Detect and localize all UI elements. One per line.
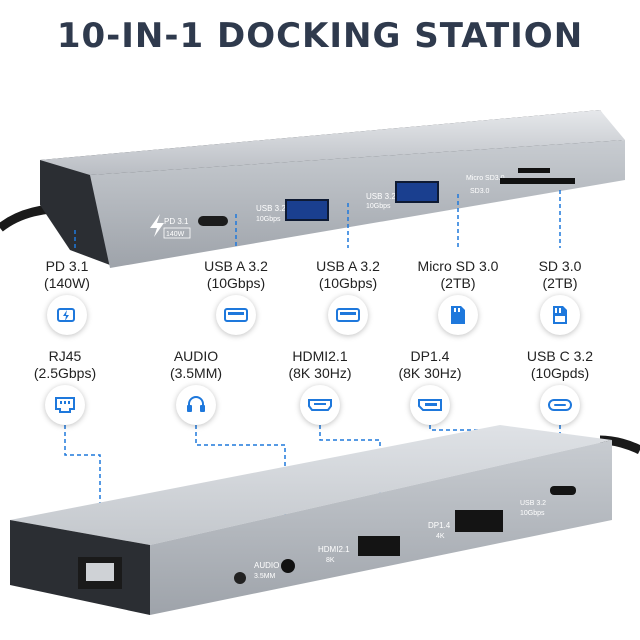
- sd-slot: [500, 178, 575, 184]
- usb-c-port: [198, 216, 228, 226]
- pd-port-label: PD 3.1: [164, 217, 189, 226]
- label-dp: DP1.4(8K 30Hz): [398, 348, 462, 381]
- pd-port-watts: 140W: [166, 231, 185, 238]
- label-usb-a-1: USB A 3.2(10Gbps): [204, 258, 268, 291]
- sd-card-icon: [540, 295, 580, 335]
- dock-bottom-front-face: [150, 440, 612, 615]
- page-title: 10-IN-1 DOCKING STATION: [56, 16, 584, 56]
- hdmi-port-label: HDMI2.1: [318, 545, 350, 554]
- hdmi-port-res: 8K: [326, 557, 335, 564]
- audio-port-label: AUDIO: [254, 561, 279, 570]
- usb-a-port-1: [285, 199, 329, 221]
- usbc-port-speed: 10Gbps: [520, 510, 545, 517]
- usb2-port-speed: 10Gbps: [366, 203, 391, 210]
- label-hdmi: HDMI2.1(8K 30Hz): [288, 348, 352, 381]
- microsd-port-label: Micro SD3.0: [466, 175, 505, 182]
- dp-port-label: DP1.4: [428, 521, 451, 530]
- lightning-icon: [47, 295, 87, 335]
- audio-port-size: 3.5MM: [254, 573, 276, 580]
- displayport-port: [455, 510, 503, 532]
- dock-bottom-top-surface: [10, 425, 612, 545]
- label-usb-a-2: USB A 3.2(10Gbps): [316, 258, 380, 291]
- usb2-port-label: USB 3.2: [366, 192, 396, 201]
- hdmi-icon: [300, 385, 340, 425]
- audio-jack: [281, 559, 295, 573]
- label-usb-c: USB C 3.2(10Gpds): [526, 348, 594, 381]
- lightning-mark: [150, 214, 164, 237]
- dock-front-face: [90, 140, 625, 268]
- label-sd: SD 3.0(2TB): [538, 258, 582, 291]
- usb-a-port-2: [395, 181, 439, 203]
- dock-top-view: PD 3.1 140W USB 3.2 10Gbps USB 3.2 10Gbp…: [0, 110, 625, 268]
- usb-a-icon: [216, 295, 256, 335]
- label-micro-sd: Micro SD 3.0(2TB): [417, 258, 499, 291]
- micro-sd-icon: [438, 295, 478, 335]
- hdmi-port: [358, 536, 400, 556]
- usb-c-icon: [540, 385, 580, 425]
- ethernet-icon: [45, 385, 85, 425]
- label-audio: AUDIO(3.5MM): [169, 348, 223, 381]
- usb1-port-speed: 10Gbps: [256, 216, 281, 223]
- usb1-port-label: USB 3.2: [256, 204, 286, 213]
- label-pd: PD 3.1(140W): [44, 258, 90, 291]
- headset-icon: [176, 385, 216, 425]
- top-callout-lines: [74, 190, 561, 248]
- usb-c-port-bottom: [550, 486, 576, 495]
- microsd-slot: [518, 168, 550, 173]
- dp-port-res: 4K: [436, 533, 445, 540]
- usbc-port-label: USB 3.2: [520, 500, 546, 507]
- label-rj45: RJ45(2.5Gbps): [33, 348, 97, 381]
- dock-bottom-view: AUDIO 3.5MM HDMI2.1 8K DP1.4 4K USB 3.2 …: [10, 425, 640, 615]
- usb-a-icon: [328, 295, 368, 335]
- dock-top-surface: [40, 110, 625, 175]
- sd-port-label: SD3.0: [470, 188, 490, 195]
- audio-port: [234, 572, 246, 584]
- displayport-icon: [410, 385, 450, 425]
